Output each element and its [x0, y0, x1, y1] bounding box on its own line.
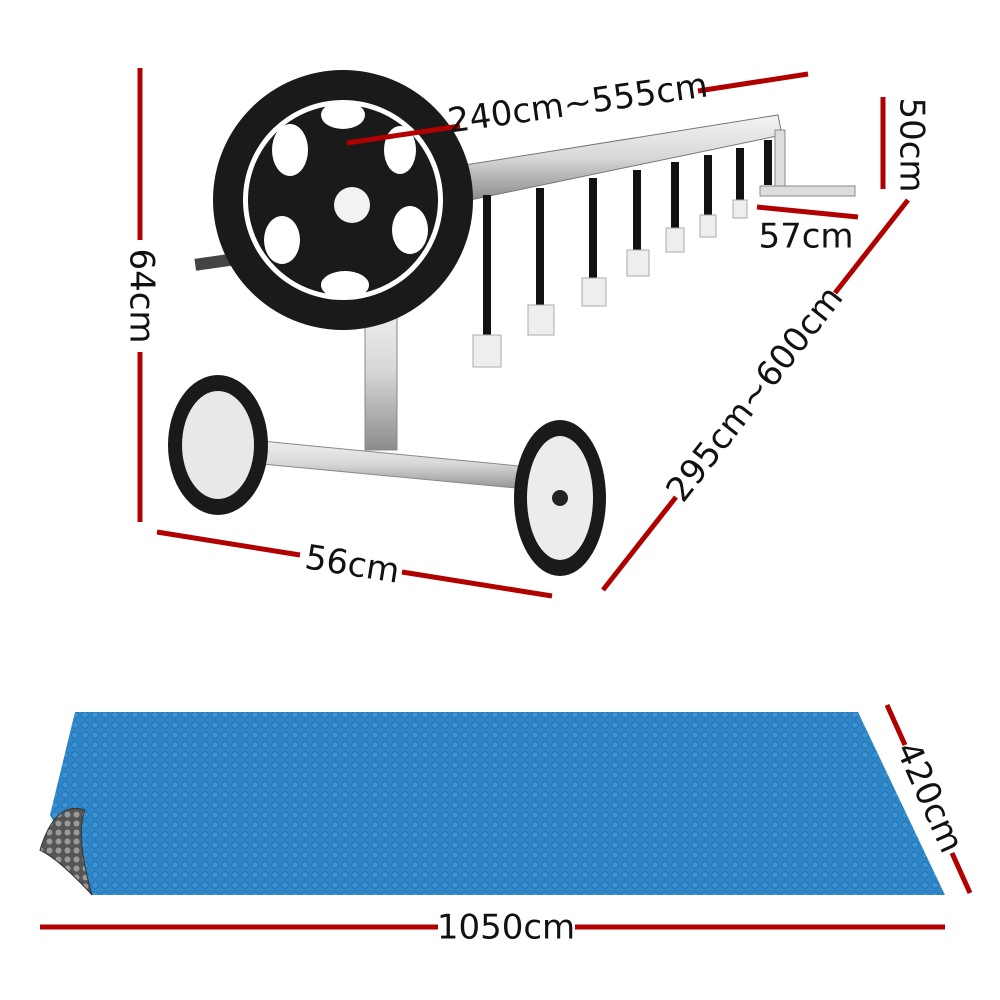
cover-straps [483, 140, 772, 335]
label-roller-depth: 295cm~600cm [658, 279, 851, 510]
dimension-1050cm: 1050cm [40, 908, 945, 948]
label-end-stand-width: 57cm [758, 217, 853, 257]
label-tube-length: 240cm~555cm [445, 65, 710, 141]
label-end-stand-height: 50cm [892, 97, 932, 192]
cover-sheet [50, 712, 945, 895]
solar-pool-cover [39, 712, 945, 896]
dimension-64cm: 64cm [122, 68, 162, 522]
reel-wheel [213, 70, 473, 330]
label-cover-length: 1050cm [437, 908, 575, 948]
curled-corner [39, 808, 93, 896]
left-wheel [168, 375, 268, 515]
strap-clips [472, 199, 748, 368]
dimension-57cm: 57cm [756, 204, 859, 257]
label-roller-width: 56cm [302, 537, 402, 591]
pool-cover-roller [168, 70, 856, 576]
right-wheel [514, 420, 606, 576]
dimension-50cm: 50cm [880, 97, 932, 193]
dimension-56cm: 56cm [156, 529, 553, 599]
end-stand [759, 129, 856, 197]
label-roller-height: 64cm [122, 248, 162, 343]
